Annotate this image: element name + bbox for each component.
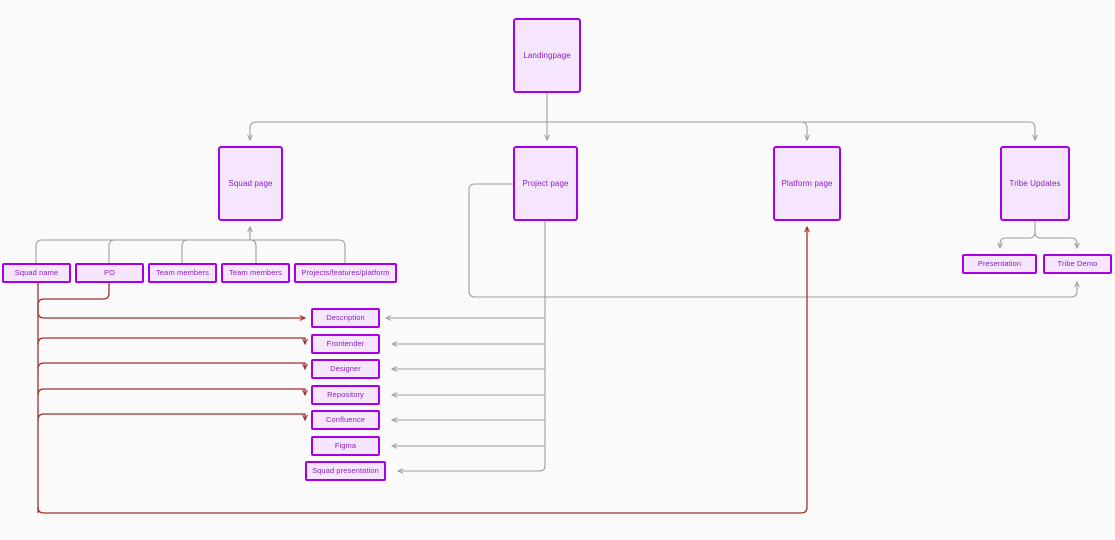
node-figma[interactable]: Figma (311, 436, 380, 456)
node-label: Tribe Updates (1009, 178, 1061, 188)
node-label: Team members (229, 267, 282, 277)
node-label: Projects/features/platform (301, 267, 390, 277)
edge-po-to-description (37, 283, 307, 321)
node-repository[interactable]: Repository (311, 385, 380, 405)
edge-landingpage-to-squad-page (247, 121, 547, 142)
edge-tribe-updates-to-tribe-demo (1034, 231, 1080, 250)
node-project-page[interactable]: Project page (513, 146, 578, 221)
node-frontender[interactable]: Frontender (311, 334, 380, 354)
node-tribe-demo[interactable]: Tribe Demo (1043, 254, 1112, 274)
node-landingpage[interactable]: Landingpage (513, 18, 581, 93)
edge-landingpage-to-platform-page (547, 121, 810, 142)
node-label: Team members (156, 267, 209, 277)
node-label: Description (326, 312, 365, 322)
node-label: Figma (334, 440, 357, 450)
edge-squad-name-to-platform-page (37, 225, 810, 514)
node-label: Project page (522, 178, 569, 188)
node-projects-features[interactable]: Projects/features/platform (294, 263, 397, 283)
node-platform-page[interactable]: Platform page (773, 146, 841, 221)
node-presentation[interactable]: Presentation (962, 254, 1037, 274)
node-label: Confluence (326, 414, 365, 424)
node-designer[interactable]: Designer (311, 359, 380, 379)
edge-tribe-updates-to-presentation (997, 231, 1036, 250)
node-description[interactable]: Description (311, 308, 380, 328)
edge-project-page-to-squad-presentation (396, 465, 546, 474)
node-label: Squad presentation (312, 465, 379, 475)
edge-team-members-1-to-squad-page (181, 239, 250, 263)
node-label: Platform page (781, 178, 833, 188)
node-po[interactable]: PO (75, 263, 144, 283)
node-label: Frontender (326, 338, 365, 348)
edge-squad-name-to-squad-page (35, 239, 250, 263)
edge-group-red (37, 225, 810, 514)
node-label: Squad name (14, 267, 59, 277)
node-squad-presentation[interactable]: Squad presentation (305, 461, 386, 481)
edge-squad-name-to-frontender (37, 337, 308, 346)
edge-squad-name-to-confluence (37, 413, 308, 422)
node-squad-name[interactable]: Squad name (2, 263, 71, 283)
node-label: Presentation (977, 258, 1022, 268)
node-squad-page[interactable]: Squad page (218, 146, 283, 221)
node-label: PO (103, 267, 116, 277)
node-team-members-2[interactable]: Team members (221, 263, 290, 283)
edge-squad-name-to-repository (37, 388, 308, 397)
node-confluence[interactable]: Confluence (311, 410, 380, 430)
node-label: Squad page (228, 178, 273, 188)
edge-project-page-to-tribe-demo (468, 183, 1080, 298)
edge-po-to-squad-page (108, 239, 250, 263)
node-label: Designer (330, 363, 361, 373)
edge-team-members-2-to-squad-page (249, 239, 257, 263)
node-label: Repository (327, 389, 364, 399)
node-tribe-updates[interactable]: Tribe Updates (1000, 146, 1070, 221)
edge-landingpage-to-tribe-updates (547, 121, 1038, 142)
node-team-members-1[interactable]: Team members (148, 263, 217, 283)
edge-group-gray (35, 93, 1080, 474)
edge-squad-name-to-designer (37, 362, 308, 371)
node-label: Landingpage (523, 50, 571, 60)
edge-projects-features-to-squad-page (250, 239, 346, 263)
node-label: Tribe Demo (1057, 258, 1098, 268)
